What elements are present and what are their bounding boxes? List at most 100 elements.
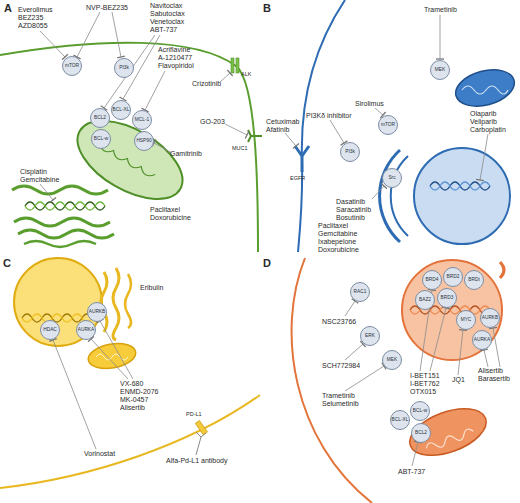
drug-label: Saracatinib — [336, 206, 371, 213]
protein-circle: BRDt — [464, 270, 484, 290]
protein-circle: AURKA — [472, 330, 492, 350]
drug-label: OTX015 — [410, 388, 436, 395]
inhibition-line — [430, 308, 446, 371]
cell-membrane — [0, 395, 260, 488]
inhibition-line — [345, 301, 355, 316]
drug-label: ABT-737 — [150, 26, 177, 33]
protein-name: ERK — [365, 334, 375, 339]
protein-circle: ERK — [360, 326, 380, 346]
drug-label: Venetoclax — [150, 18, 184, 25]
drug-label: Trametinib — [424, 6, 457, 13]
drug-label: Gemcitabine — [318, 230, 357, 237]
protein-circle: HDAC — [40, 320, 60, 340]
protein-circle: HSP90 — [134, 131, 154, 151]
protein-circle: MYC — [456, 310, 476, 330]
protein-name: BRDt — [468, 278, 479, 283]
inhibition-line — [480, 134, 488, 180]
drug-label: I-BET762 — [410, 380, 440, 387]
drug-label: Doxorubicine — [318, 246, 359, 253]
protein-name: PI3k — [119, 66, 129, 71]
endoplasmic-reticulum — [500, 262, 504, 278]
drug-label: Paclitaxel — [318, 222, 348, 229]
mitochondrion — [404, 400, 493, 465]
protein-name: BRD3 — [441, 296, 454, 301]
protein-name: HDAC — [43, 328, 57, 333]
protein-name: BCL-XL — [113, 108, 130, 113]
endoplasmic-reticulum — [14, 218, 110, 226]
drug-label: Gamitrinib — [170, 150, 202, 157]
drug-label: PD-L1 — [186, 412, 202, 418]
dna-strand — [430, 182, 490, 190]
drug-label: Alisertib — [478, 367, 503, 374]
cristae — [425, 428, 475, 453]
protein-name: MCL-1 — [135, 118, 149, 123]
protein-circle: AURKA — [76, 320, 96, 340]
inhibition-line — [104, 35, 155, 108]
inhibition-line — [484, 350, 488, 367]
protein-circle: BCL-w — [91, 129, 111, 149]
protein-name: BCL-XL — [392, 418, 409, 423]
drug-label: GO-203 — [200, 118, 225, 125]
protein-name: BCL-w — [94, 137, 108, 142]
inhibition-line — [493, 328, 500, 367]
protein-circle: mTOR — [378, 115, 398, 135]
drug-label: Paclitaxel — [150, 206, 180, 213]
protein-name: MEK — [435, 68, 445, 73]
drug-label: Cetuximab — [266, 118, 299, 125]
inhibition-line — [345, 366, 384, 391]
drug-label: Veliparib — [470, 118, 497, 125]
inhibition-line — [40, 184, 53, 200]
drug-label: Selumetinib — [322, 400, 359, 407]
drug-label: Afatinib — [266, 126, 289, 133]
drug-label: Bosutinib — [336, 214, 365, 221]
protein-name: Src — [388, 176, 395, 181]
cristae — [462, 86, 508, 94]
drug-label: ALK — [241, 72, 251, 78]
protein-circle: AURKB — [87, 302, 107, 322]
protein-name: PI3k — [345, 150, 355, 155]
drug-label: ABT-737 — [398, 468, 425, 475]
inhibition-line — [100, 321, 133, 379]
protein-name: HSP90 — [136, 139, 151, 144]
protein-circle: PI3k — [114, 58, 134, 78]
protein-circle: mTOR — [62, 56, 82, 76]
protein-circle: BCL2 — [90, 108, 110, 128]
protein-circle: MCL-1 — [132, 110, 152, 130]
inhibition-line — [112, 12, 121, 57]
drug-label: Sabutoclax — [150, 10, 185, 17]
cristae — [96, 354, 128, 360]
protein-name: AURKA — [474, 338, 491, 343]
inhibition-line — [53, 340, 96, 449]
nucleus — [414, 148, 510, 244]
inhibition-line — [154, 143, 172, 153]
egfr-receptor — [295, 146, 309, 172]
inhibition-line — [91, 339, 128, 379]
inhibition-line — [220, 73, 230, 82]
panel-letter: C — [3, 258, 11, 269]
mitochondrion — [65, 105, 195, 215]
protein-name: AURKA — [78, 328, 95, 333]
endoplasmic-reticulum — [125, 274, 131, 328]
alk-receptor — [231, 58, 234, 73]
drug-label: Cisplatin — [20, 168, 47, 175]
protein-name: BRD4 — [426, 278, 439, 283]
panel-letter: A — [4, 3, 12, 14]
drug-label: Sirolimus — [355, 100, 384, 107]
drug-label: NSC23766 — [322, 318, 356, 325]
drug-label: PI3Kδ inhibitor — [306, 112, 352, 119]
dna-strand — [25, 202, 105, 210]
panel-letter: D — [263, 258, 271, 269]
protein-circle: AURKB — [480, 308, 500, 328]
drug-label: JQ1 — [452, 376, 465, 383]
drug-label: MUC1 — [232, 146, 248, 152]
inhibition-line — [440, 15, 441, 59]
protein-circle: BCL-XL — [390, 410, 410, 430]
protein-name: RAC1 — [354, 290, 367, 295]
drug-label: BEZ235 — [18, 14, 43, 21]
nucleus — [14, 258, 102, 346]
drug-label: Flavopiridol — [158, 62, 194, 69]
protein-name: BCL2 — [94, 116, 106, 121]
protein-circle: BRD2 — [443, 267, 463, 287]
protein-circle: BCL-w — [410, 401, 430, 421]
inhibition-line — [412, 442, 418, 466]
